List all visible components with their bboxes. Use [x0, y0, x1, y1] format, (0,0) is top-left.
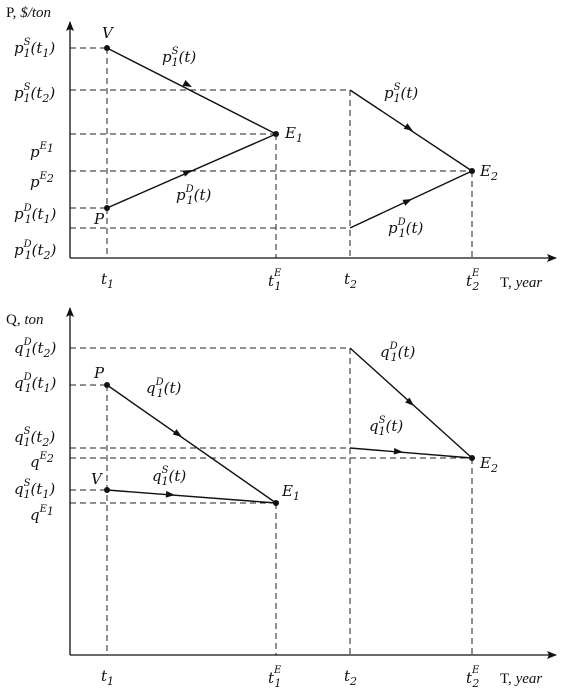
top-ytick-pe2: pE2: [30, 171, 54, 191]
top-point-v: [104, 45, 110, 51]
bottom-ytick-qe1: qE1: [30, 504, 54, 524]
bottom-guide-lines: [70, 347, 473, 655]
bottom-supply-line-1: [106, 489, 277, 504]
top-label-e2: E2: [479, 162, 498, 183]
bottom-label-e2: E2: [479, 454, 498, 475]
top-label-p: P: [93, 210, 105, 228]
top-arrow-2: [182, 170, 192, 177]
bottom-arrow-3: [405, 397, 414, 406]
top-label-e1: E1: [284, 124, 303, 145]
top-arrow-4: [402, 199, 412, 206]
bottom-xtick-t1: t1: [101, 667, 114, 688]
bottom-arrow-1: [172, 429, 182, 437]
bottom-x-axis-title: T, year: [500, 671, 542, 687]
top-arrow-1: [182, 79, 192, 87]
top-label-v: V: [102, 24, 115, 42]
top-demand-line-1: [106, 133, 277, 209]
bottom-xtick-t2: t2: [344, 667, 357, 688]
bottom-point-v: [104, 487, 110, 493]
top-point-e2: [469, 168, 475, 174]
top-arrow-3: [403, 123, 413, 131]
bottom-point-e1: [273, 500, 279, 506]
bottom-label-v: V: [91, 470, 104, 488]
top-ytick-pe1: pE1: [30, 141, 54, 161]
top-xtick-t1: t1: [101, 270, 114, 291]
bottom-arrow-2: [165, 491, 175, 498]
top-point-p: [104, 205, 110, 211]
top-y-axis-title: P, $/ton: [6, 5, 51, 21]
top-point-e1: [273, 131, 279, 137]
bottom-point-e2: [469, 455, 475, 461]
bottom-supply-line-2: [349, 447, 473, 459]
top-supply-line-1: [106, 47, 277, 135]
bottom-point-p: [104, 382, 110, 388]
bottom-demand-line-1: [106, 384, 277, 504]
bottom-label-p: P: [93, 364, 105, 382]
top-guide-lines: [70, 47, 473, 258]
top-x-axis-title: T, year: [500, 275, 542, 291]
bottom-ytick-qe2: qE2: [30, 451, 54, 471]
bottom-label-e1: E1: [281, 482, 300, 503]
bottom-y-axis-title: Q, ton: [6, 312, 44, 328]
bottom-arrow-4: [393, 447, 403, 455]
top-xtick-t2: t2: [344, 270, 357, 291]
